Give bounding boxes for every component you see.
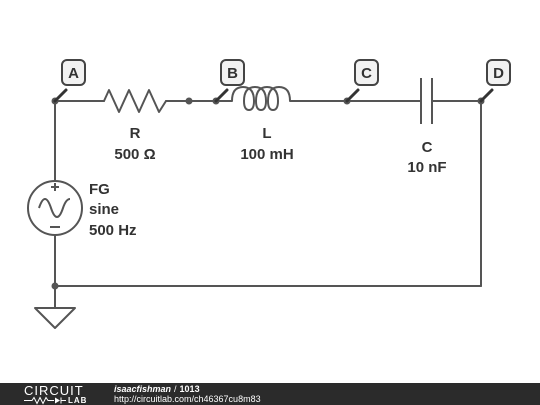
- probe-a-label: A: [68, 65, 79, 82]
- resistor-symbol: [103, 89, 167, 113]
- source-type: sine: [89, 201, 119, 218]
- source-name: FG: [89, 181, 110, 198]
- inductor-name: L: [262, 125, 271, 142]
- probe-d-label: D: [493, 65, 504, 82]
- meta-separator: /: [174, 384, 177, 394]
- probe-a[interactable]: A: [53, 59, 86, 103]
- circuit-diagram: A B C D R 500 Ω L 100 mH C 10 nF FG sine…: [27, 59, 511, 329]
- capacitor-value: 10 nF: [407, 159, 446, 176]
- function-generator-symbol: [27, 180, 83, 236]
- ground-symbol: [34, 307, 76, 329]
- logo-resistor-icon: [24, 396, 66, 405]
- inductor-symbol: [231, 86, 300, 111]
- circuitlab-logo[interactable]: CIRCUIT LAB: [24, 383, 96, 405]
- logo-wordmark-bottom: LAB: [68, 396, 88, 405]
- resistor-name: R: [130, 125, 141, 142]
- capacitor-symbol: [420, 78, 433, 124]
- resistor-value: 500 Ω: [114, 146, 155, 163]
- junction-dot: [185, 97, 193, 105]
- probe-c[interactable]: C: [345, 59, 379, 103]
- source-frequency: 500 Hz: [89, 222, 137, 239]
- logo-wordmark-top: CIRCUIT: [24, 383, 84, 398]
- inductor-value: 100 mH: [240, 146, 293, 163]
- probe-b-label: B: [227, 65, 238, 82]
- probe-c-label: C: [361, 65, 372, 82]
- circuit-meta: isaacfishman/1013: [114, 384, 200, 394]
- capacitor-name: C: [422, 139, 433, 156]
- circuit-url[interactable]: http://circuitlab.com/ch46367cu8m83: [114, 394, 261, 404]
- probe-d[interactable]: D: [479, 59, 511, 103]
- junction-dot: [51, 282, 59, 290]
- probe-b[interactable]: B: [214, 59, 245, 103]
- circuit-id: 1013: [179, 384, 200, 394]
- author-link[interactable]: isaacfishman: [114, 384, 172, 394]
- footer-bar: CIRCUIT LAB isaacfishman/1013 http://cir…: [0, 383, 540, 405]
